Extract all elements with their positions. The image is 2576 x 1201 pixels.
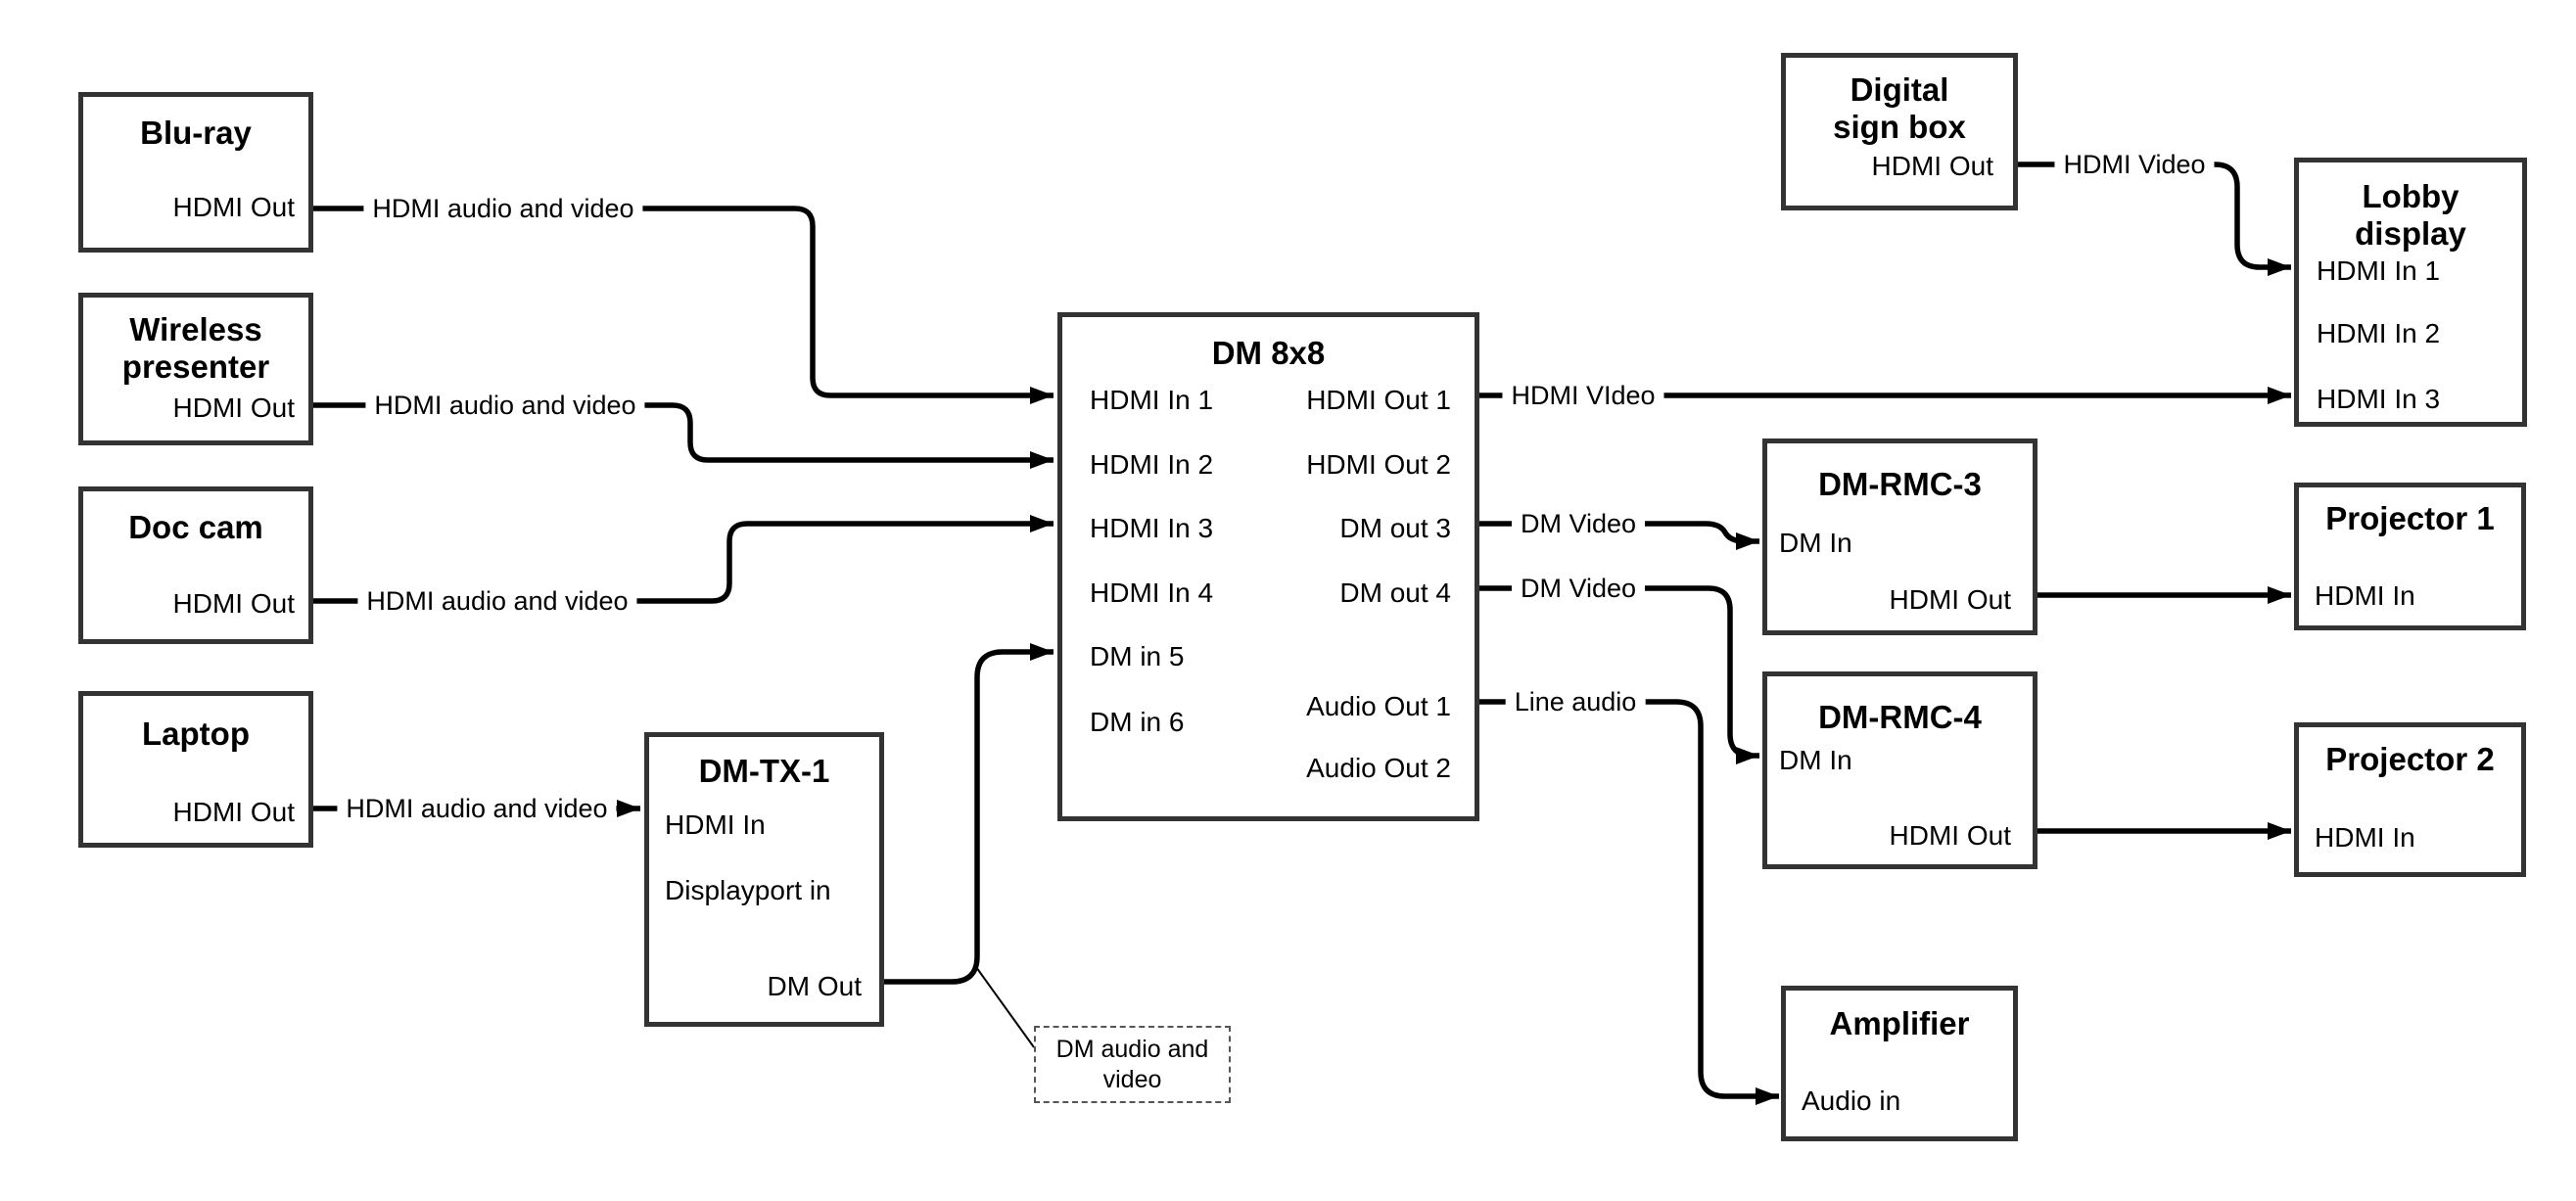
- node-lobby-display: Lobby display HDMI In 1 HDMI In 2 HDMI I…: [2294, 158, 2527, 427]
- connection-label-hdmi-video-sign: HDMI Video: [2054, 149, 2215, 180]
- connector-dm8x8-audio1-amplifier: [1479, 699, 1779, 1105]
- port-audio-in: Audio in: [1802, 1086, 1901, 1116]
- port-dm-out-4: DM out 4: [1339, 577, 1451, 608]
- port-dm-out-3: DM out 3: [1339, 513, 1451, 543]
- callout-dm-audio-and-video: DM audio and video: [1034, 1026, 1231, 1103]
- port-hdmi-in: HDMI In: [2315, 580, 2415, 611]
- node-dm-tx-1: DM-TX-1 HDMI In Displayport in DM Out: [644, 732, 884, 1027]
- port-hdmi-out-2: HDMI Out 2: [1306, 449, 1451, 480]
- port-hdmi-in-3: HDMI In 3: [2317, 384, 2441, 414]
- node-bluray: Blu-ray HDMI Out: [78, 92, 313, 253]
- node-wireless-presenter: Wireless presenter HDMI Out: [78, 293, 313, 445]
- port-hdmi-in-1: HDMI In 1: [2317, 255, 2441, 286]
- port-dm-out: DM Out: [767, 971, 862, 1001]
- port-audio-out-2: Audio Out 2: [1306, 753, 1451, 783]
- callout-leader-line: [975, 966, 1035, 1048]
- port-hdmi-out: HDMI Out: [172, 797, 295, 827]
- port-hdmi-in: HDMI In: [665, 809, 766, 840]
- connector-dm8x8-out3-rmc3: [1479, 521, 1759, 550]
- connection-label-doccam: HDMI audio and video: [357, 585, 637, 617]
- connector-wireless-dm8x8-in2: [313, 402, 1054, 469]
- connection-label-wireless: HDMI audio and video: [365, 390, 645, 421]
- port-displayport-in: Displayport in: [665, 875, 831, 905]
- connection-label-bluray: HDMI audio and video: [363, 193, 643, 224]
- node-laptop: Laptop HDMI Out: [78, 691, 313, 848]
- node-title: DM-RMC-3: [1818, 466, 1982, 502]
- port-dm-in: DM In: [1779, 745, 1852, 775]
- node-title: Laptop: [142, 716, 250, 752]
- port-hdmi-in-3: HDMI In 3: [1090, 513, 1214, 543]
- node-digital-sign-box: Digital sign box HDMI Out: [1781, 53, 2018, 210]
- connector-bluray-dm8x8-in1: [313, 206, 1054, 404]
- port-hdmi-in-4: HDMI In 4: [1090, 577, 1214, 608]
- connection-label-laptop: HDMI audio and video: [337, 793, 617, 824]
- node-projector-2: Projector 2 HDMI In: [2294, 722, 2526, 877]
- node-title: Digital sign box: [1833, 71, 1966, 145]
- port-hdmi-out: HDMI Out: [1871, 151, 1993, 181]
- connection-label-dm-video-4: DM Video: [1511, 573, 1646, 604]
- port-dm-in-5: DM in 5: [1090, 641, 1185, 671]
- connection-label-line-audio: Line audio: [1505, 686, 1646, 717]
- port-hdmi-in-1: HDMI In 1: [1090, 385, 1214, 415]
- port-hdmi-out: HDMI Out: [172, 588, 295, 619]
- port-hdmi-in-2: HDMI In 2: [2317, 318, 2441, 348]
- node-dm-rmc-4: DM-RMC-4 DM In HDMI Out: [1762, 671, 2037, 869]
- port-hdmi-in-2: HDMI In 2: [1090, 449, 1214, 480]
- port-hdmi-out: HDMI Out: [1889, 584, 2011, 615]
- connector-dm8x8-out4-rmc4: [1479, 585, 1759, 764]
- port-dm-in: DM In: [1779, 528, 1852, 558]
- connector-dmtx1-dm8x8-in5: [884, 643, 1054, 985]
- port-hdmi-out: HDMI Out: [172, 192, 295, 222]
- port-hdmi-in: HDMI In: [2315, 822, 2415, 853]
- node-title: DM 8x8: [1211, 335, 1326, 371]
- node-title: Amplifier: [1829, 1005, 1970, 1041]
- node-title: Wireless presenter: [121, 311, 270, 385]
- port-dm-in-6: DM in 6: [1090, 707, 1185, 737]
- connection-label-hdmi-video-lobby: HDMI VIdeo: [1502, 380, 1664, 411]
- node-projector-1: Projector 1 HDMI In: [2294, 483, 2526, 630]
- node-title: DM-RMC-4: [1818, 699, 1982, 735]
- connector-sign-lobby-in1: [2018, 162, 2291, 276]
- connection-label-dm-video-3: DM Video: [1511, 508, 1646, 539]
- node-title: Projector 1: [2325, 500, 2495, 536]
- connector-doccam-dm8x8-in3: [313, 515, 1054, 604]
- node-title: Doc cam: [128, 509, 263, 545]
- port-hdmi-out-1: HDMI Out 1: [1306, 385, 1451, 415]
- node-amplifier: Amplifier Audio in: [1781, 986, 2018, 1141]
- port-audio-out-1: Audio Out 1: [1306, 691, 1451, 721]
- port-hdmi-out: HDMI Out: [172, 393, 295, 423]
- node-doc-cam: Doc cam HDMI Out: [78, 486, 313, 644]
- port-hdmi-out: HDMI Out: [1889, 820, 2011, 851]
- node-title: Lobby display: [2355, 178, 2466, 252]
- node-title: Projector 2: [2325, 741, 2495, 777]
- node-dm-8x8: DM 8x8 HDMI In 1 HDMI In 2 HDMI In 3 HDM…: [1057, 312, 1479, 821]
- node-dm-rmc-3: DM-RMC-3 DM In HDMI Out: [1762, 439, 2037, 635]
- node-title: Blu-ray: [140, 115, 252, 151]
- node-title: DM-TX-1: [698, 753, 830, 789]
